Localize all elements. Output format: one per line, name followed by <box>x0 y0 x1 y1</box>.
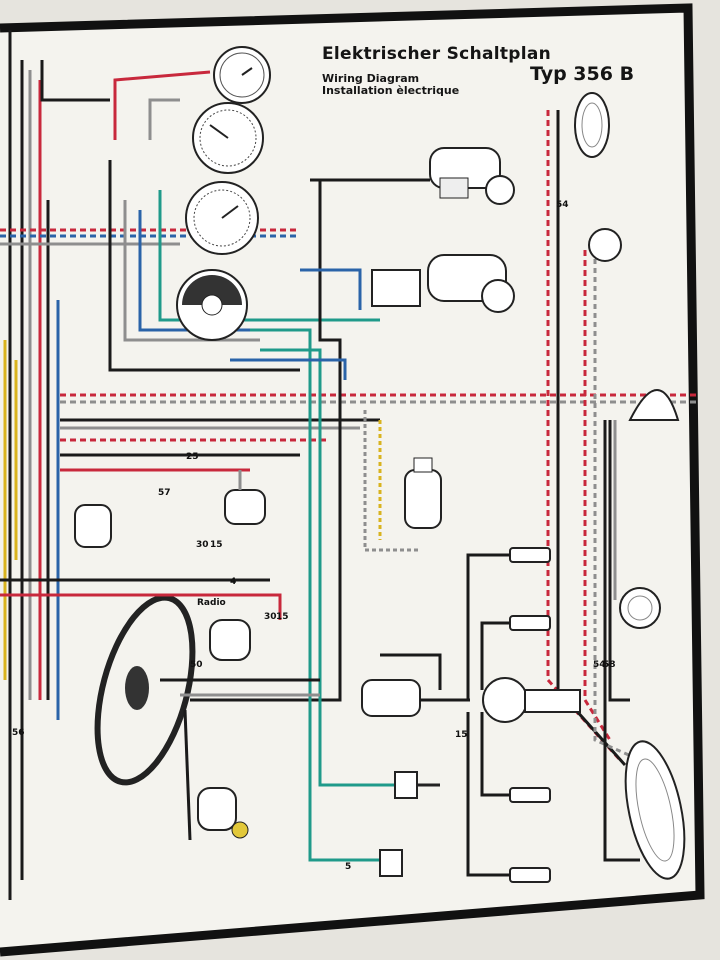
headlight-top <box>574 92 610 158</box>
lower-harness <box>0 470 320 841</box>
voltage-regulator <box>371 269 421 307</box>
distributor <box>482 677 581 723</box>
ignition-wires <box>380 553 510 877</box>
clock-gauge <box>213 46 271 104</box>
tail-light <box>624 740 686 880</box>
tachometer-gauge <box>185 181 259 255</box>
frame-border <box>0 3 705 957</box>
main-harness <box>60 178 700 862</box>
spark-plugs <box>509 547 551 883</box>
ignition-switch <box>209 619 251 661</box>
wire-number-label: 15 <box>210 540 223 550</box>
diagram-subtitle-english: Wiring Diagram <box>322 72 420 85</box>
speedometer-gauge <box>192 102 264 174</box>
starter-motor <box>429 147 515 205</box>
wire-number-label: 54 <box>556 200 569 210</box>
wire-number-label: 4 <box>230 577 237 587</box>
diagram-subtitle-french: Installation èlectrique <box>322 84 460 97</box>
generator <box>427 254 515 313</box>
side-lamp-top <box>588 228 622 262</box>
wire-number-label: 5 <box>345 862 352 872</box>
wire-number-label: 30 <box>264 612 277 622</box>
fuel-oil-gauge <box>176 269 248 341</box>
diagram-title: Elektrischer Schaltplan <box>322 44 552 64</box>
radio-label: Radio <box>197 598 226 608</box>
horn <box>628 389 680 421</box>
side-lamp-bottom <box>619 587 661 629</box>
ignition-coil <box>404 457 442 529</box>
wire-number-label: 15 <box>276 612 289 622</box>
vehicle-type-label: Typ 356 B <box>530 63 635 85</box>
wiper-switch <box>224 489 266 525</box>
wire-number-label: 54 <box>593 660 606 670</box>
light-switch-left <box>74 504 112 548</box>
wire-number-label: 56 <box>12 728 25 738</box>
wire-number-label: 58 <box>603 660 616 670</box>
wire-number-label: 50 <box>190 660 203 670</box>
wire-number-label: 25 <box>186 452 199 462</box>
wire-number-label: 57 <box>158 488 171 498</box>
oil-pressure-switch <box>394 771 440 799</box>
wire-number-label: 15 <box>455 730 468 740</box>
temp-sender <box>379 849 403 877</box>
wire-number-label: 30 <box>196 540 209 550</box>
horn-button <box>197 787 249 839</box>
condenser <box>361 679 421 717</box>
right-wiring <box>546 110 641 862</box>
steering-wheel <box>94 594 196 786</box>
